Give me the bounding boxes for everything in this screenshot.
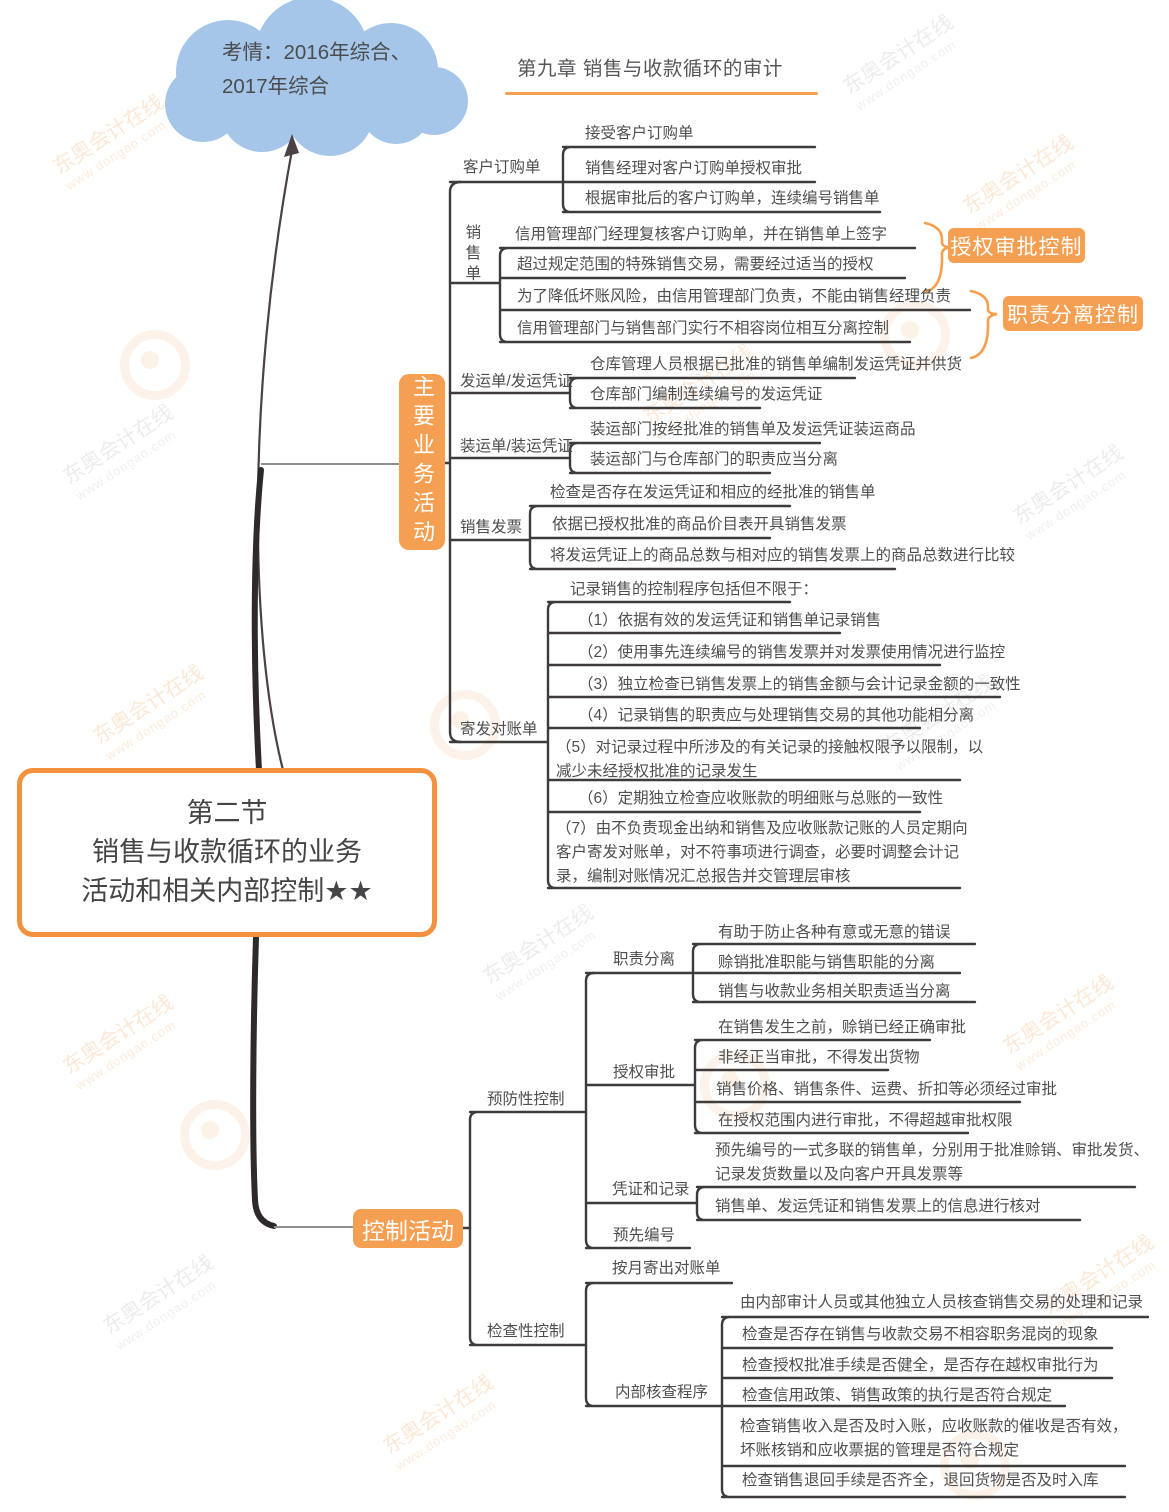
node-internal-check-label[interactable]: 内部核查程序 xyxy=(615,1384,709,1401)
node-segregation-item[interactable]: 赊销批准职能与销售职能的分离 xyxy=(718,954,936,971)
node-sales-order-item[interactable]: 超过规定范围的特殊销售交易，需要经过适当的授权 xyxy=(517,256,874,273)
node-shipping-item[interactable]: 仓库管理人员根据已批准的销售单编制发运凭证并供货 xyxy=(590,356,963,373)
node-statement-item[interactable]: （6）定期独立检查应收账款的明细账与总账的一致性 xyxy=(578,790,944,807)
node-loading-label[interactable]: 装运单/装运凭证 xyxy=(460,438,573,455)
node-invoice-label[interactable]: 销售发票 xyxy=(460,519,523,536)
branch-links xyxy=(261,463,399,1228)
node-internal-check-item[interactable]: 检查授权批准手续是否健全，是否存在越权审批行为 xyxy=(742,1357,1099,1374)
node-statement-item[interactable]: （5）对记录过程中所涉及的有关记录的接触权限予以限制，以减少未经授权批准的记录发… xyxy=(556,739,984,781)
node-statement-item[interactable]: （4）记录销售的职责应与处理销售交易的其他功能相分离 xyxy=(578,707,975,724)
callout-segregation-control[interactable]: 职责分离控制 xyxy=(1003,296,1143,331)
node-sales-order-label[interactable]: 销售单 xyxy=(463,224,481,286)
node-internal-check-item[interactable]: 检查销售收入是否及时入账，应收账款的催收是否有效，坏账核销和应收票据的管理是否符… xyxy=(740,1418,1128,1460)
node-sales-order-item[interactable]: 信用管理部门与销售部门实行不相容岗位相互分离控制 xyxy=(517,320,890,337)
node-statement-item[interactable]: （7）由不负责现金出纳和销售及应收账款记账的人员定期向客户寄发对账单，对不符事项… xyxy=(556,820,968,886)
node-customer-order-item[interactable]: 接受客户订购单 xyxy=(585,125,694,142)
node-detective-label[interactable]: 检查性控制 xyxy=(487,1323,565,1340)
node-statement-intro[interactable]: 记录销售的控制程序包括但不限于： xyxy=(570,581,819,598)
node-shipping-label[interactable]: 发运单/发运凭证 xyxy=(460,373,573,390)
exam-note-cloud[interactable]: 考情：2016年综合、2017年综合 xyxy=(222,41,412,98)
title-underline xyxy=(505,92,818,95)
node-sales-order-item[interactable]: 为了降低坏账风险，由信用管理部门负责，不能由销售经理负责 xyxy=(517,288,952,305)
node-internal-check-item[interactable]: 检查是否存在销售与收款交易不相容职务混岗的现象 xyxy=(742,1326,1099,1343)
central-topic-line: 第二节 xyxy=(186,797,268,828)
node-authorization-item[interactable]: 在销售发生之前，赊销已经正确审批 xyxy=(718,1019,967,1036)
node-internal-check-item[interactable]: 检查销售退回手续是否齐全，退回货物是否及时入库 xyxy=(742,1472,1099,1489)
node-sales-order-item[interactable]: 信用管理部门经理复核客户订购单，并在销售单上签字 xyxy=(515,226,888,243)
tree-connectors xyxy=(443,145,1150,1499)
central-spine xyxy=(250,467,277,1229)
arrow-to-cloud xyxy=(256,134,299,771)
chapter-title: 第九章 销售与收款循环的审计 xyxy=(517,58,783,80)
node-authorization-item[interactable]: 在授权范围内进行审批，不得超越审批权限 xyxy=(718,1112,1013,1129)
node-documents-label[interactable]: 凭证和记录 xyxy=(612,1181,690,1198)
node-statement-item[interactable]: （2）使用事先连续编号的销售发票并对发票使用情况进行监控 xyxy=(578,644,1006,661)
node-customer-order-item[interactable]: 根据审批后的客户订购单，连续编号销售单 xyxy=(585,190,880,207)
node-documents-item[interactable]: 销售单、发运凭证和销售发票上的信息进行核对 xyxy=(715,1198,1041,1215)
node-shipping-item[interactable]: 仓库部门编制连续编号的发运凭证 xyxy=(590,386,823,403)
node-invoice-item[interactable]: 将发运凭证上的商品总数与相对应的销售发票上的商品总数进行比较 xyxy=(550,547,1016,564)
central-topic-line: 销售与收款循环的业务 xyxy=(92,836,362,867)
node-authorization-label[interactable]: 授权审批 xyxy=(613,1064,676,1081)
node-documents-item[interactable]: 预先编号的一式多联的销售单，分别用于批准赊销、审批发货、记录发货数量以及向客户开… xyxy=(715,1142,1150,1184)
node-statement-item[interactable]: （1）依据有效的发运凭证和销售单记录销售 xyxy=(578,612,882,629)
node-authorization-item[interactable]: 非经正当审批，不得发出货物 xyxy=(718,1049,920,1066)
node-invoice-item[interactable]: 检查是否存在发运凭证和相应的经批准的销售单 xyxy=(550,484,876,501)
node-loading-item[interactable]: 装运部门按经批准的销售单及发运凭证装运商品 xyxy=(590,421,916,438)
node-loading-item[interactable]: 装运部门与仓库部门的职责应当分离 xyxy=(590,451,839,468)
node-internal-check-item[interactable]: 由内部审计人员或其他独立人员核查销售交易的处理和记录 xyxy=(740,1294,1144,1311)
node-segregation-item[interactable]: 销售与收款业务相关职责适当分离 xyxy=(718,983,951,1000)
node-customer-order-item[interactable]: 销售经理对客户订购单授权审批 xyxy=(585,160,803,177)
central-topic-line: 活动和相关内部控制★★ xyxy=(81,876,373,907)
node-segregation-item[interactable]: 有助于防止各种有意或无意的错误 xyxy=(718,924,951,941)
callout-authorization-control[interactable]: 授权审批控制 xyxy=(948,228,1085,263)
cloud-shape xyxy=(165,0,468,156)
node-preventive-label[interactable]: 预防性控制 xyxy=(487,1091,565,1108)
node-authorization-item[interactable]: 销售价格、销售条件、运费、折扣等必须经过审批 xyxy=(716,1081,1058,1098)
branch-control-activities[interactable]: 控制活动 xyxy=(353,1209,463,1248)
central-topic[interactable]: 第二节 销售与收款循环的业务 活动和相关内部控制★★ xyxy=(17,768,437,937)
node-statement-item[interactable]: （3）独立检查已销售发票上的销售金额与会计记录金额的一致性 xyxy=(578,676,1021,693)
branch-main-activities[interactable]: 主要业务活动 xyxy=(399,374,445,550)
node-customer-order-label[interactable]: 客户订购单 xyxy=(463,159,541,176)
node-statement-label[interactable]: 寄发对账单 xyxy=(460,721,538,738)
node-segregation-label[interactable]: 职责分离 xyxy=(613,951,676,968)
node-invoice-item[interactable]: 依据已授权批准的商品价目表开具销售发票 xyxy=(552,516,847,533)
node-internal-check-item[interactable]: 检查信用政策、销售政策的执行是否符合规定 xyxy=(742,1387,1053,1404)
node-prenumber-label[interactable]: 预先编号 xyxy=(613,1227,676,1244)
node-monthly-statement-label[interactable]: 按月寄出对账单 xyxy=(612,1260,721,1277)
